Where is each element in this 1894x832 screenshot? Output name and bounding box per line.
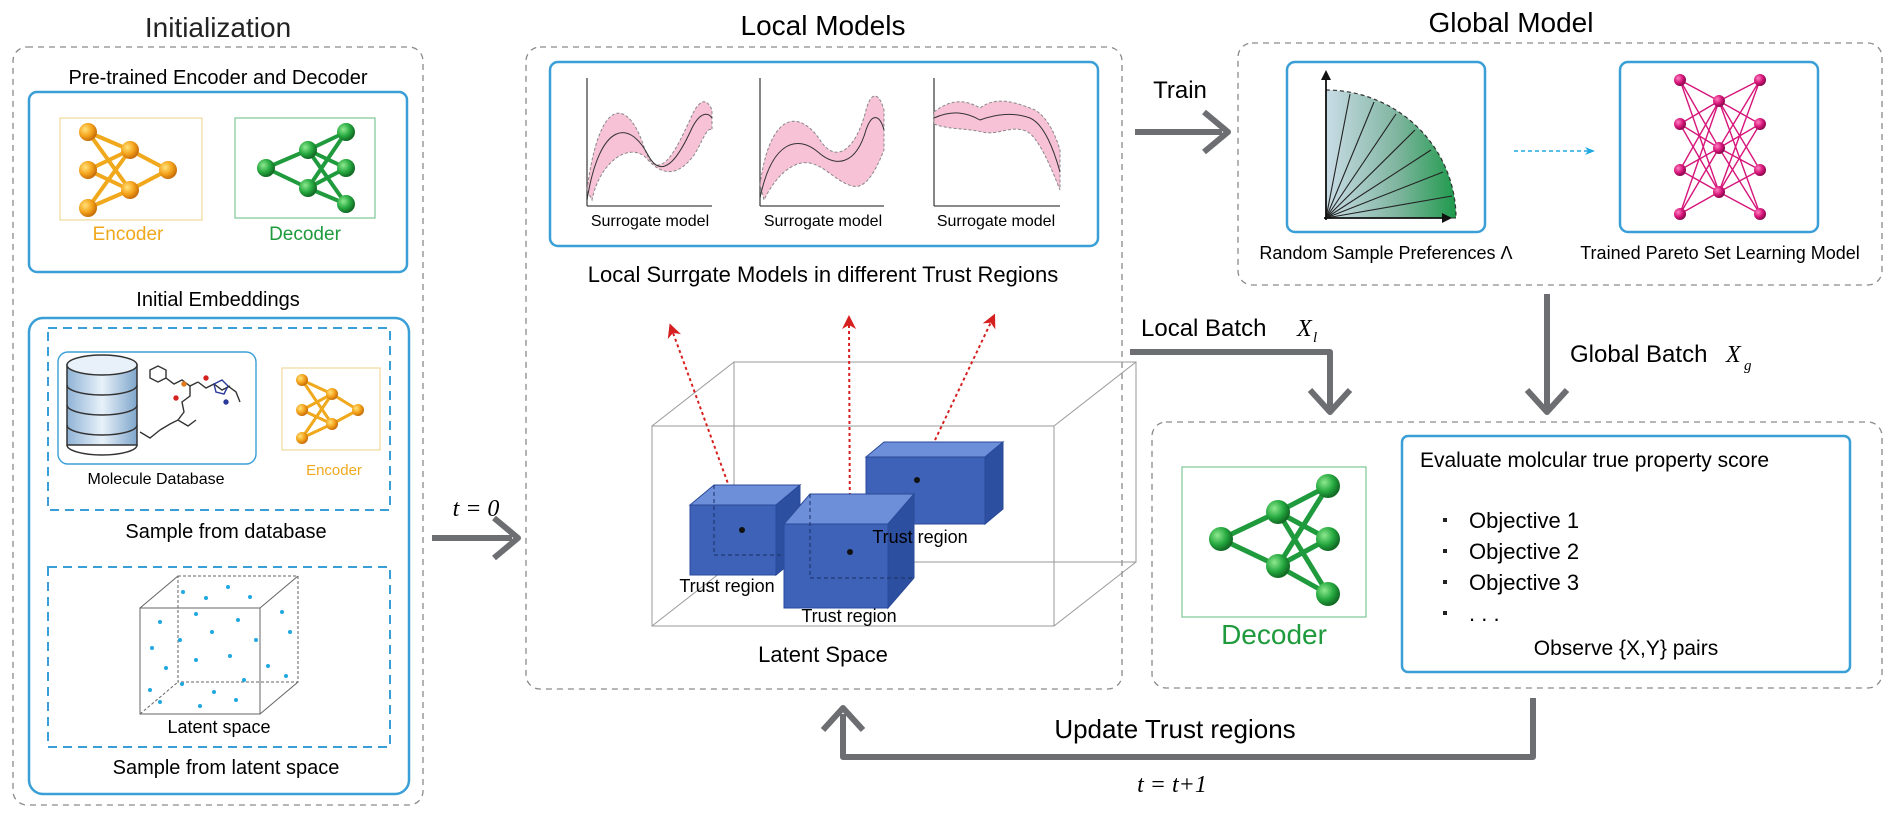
surrogate-label-1: Surrogate model (591, 213, 709, 230)
latent-space-label: Latent space (167, 717, 270, 737)
molecule-structure-icon (139, 365, 241, 439)
initialization-title: Initialization (145, 12, 291, 43)
objective-list: Objective 1 Objective 2 Objective 3 . . … (1443, 508, 1579, 626)
eval-decoder-label: Decoder (1221, 619, 1327, 650)
global-batch-label: Global Batch (1570, 341, 1707, 368)
global-batch-var: X (1725, 342, 1742, 368)
sample-latent-caption: Sample from latent space (113, 757, 340, 779)
t0-arrow: t = 0 (432, 496, 521, 561)
train-arrow: Train (1135, 77, 1231, 155)
local-batch-arrow: Local Batch X l (1130, 315, 1353, 415)
objective-item-2: Objective 2 (1469, 539, 1579, 564)
update-trust-regions-arrow: Update Trust regions t = t+1 (820, 698, 1536, 798)
embeddings-box (27, 316, 411, 796)
pareto-model-label: Trained Pareto Set Learning Model (1580, 243, 1860, 263)
latent-space-wireframe (651, 361, 1137, 627)
small-encoder-label: Encoder (306, 462, 362, 479)
latent-sample-box (47, 566, 391, 748)
objective-item-1: Objective 1 (1469, 508, 1579, 533)
objective-item-more: . . . (1469, 601, 1500, 626)
t-update-label: t = t+1 (1137, 772, 1207, 798)
trust-region-label-3: Trust region (872, 527, 967, 547)
objective-bullet-3 (1443, 580, 1447, 584)
trust-region-label-1: Trust region (679, 576, 774, 596)
preferences-label: Random Sample Preferences Λ (1259, 243, 1512, 263)
pareto-preference-plot (1321, 70, 1457, 223)
objective-item-3: Objective 3 (1469, 570, 1579, 595)
surrogate-models-box (548, 60, 1100, 248)
initialization-panel: Initialization Pre-trained Encoder and D… (12, 12, 424, 806)
observe-pairs-label: Observe {X,Y} pairs (1534, 637, 1718, 660)
update-trust-regions-label: Update Trust regions (1054, 714, 1295, 744)
evaluation-title: Evaluate molcular true property score (1420, 449, 1769, 472)
local-batch-sub: l (1313, 330, 1317, 346)
database-sample-box (47, 327, 391, 511)
pretrained-title: Pre-trained Encoder and Decoder (68, 67, 367, 89)
pareto-network-icon (1674, 74, 1766, 220)
local-models-title: Local Models (741, 10, 906, 41)
trust-region-cube-2 (782, 492, 916, 610)
molecule-database-label: Molecule Database (88, 471, 225, 488)
local-batch-var: X (1296, 316, 1313, 342)
latent-sample-points (148, 585, 292, 708)
decoder-network-icon (234, 117, 376, 219)
train-label: Train (1153, 77, 1207, 104)
surrogate-plot-2 (759, 78, 885, 207)
global-model-title: Global Model (1429, 7, 1594, 38)
evaluation-panel: Decoder Evaluate molcular true property … (1151, 421, 1883, 689)
objective-bullet-4 (1443, 611, 1447, 615)
global-batch-sub: g (1744, 358, 1752, 374)
trust-region-arrow-3 (916, 313, 996, 479)
local-batch-label: Local Batch (1141, 315, 1266, 342)
surrogate-plot-3 (933, 78, 1061, 207)
decoder-label: Decoder (269, 224, 341, 245)
trust-region-arrow-1 (667, 323, 743, 523)
surrogate-plot-1 (586, 78, 713, 207)
latent-space-caption: Latent Space (758, 642, 888, 667)
embeddings-title: Initial Embeddings (136, 289, 299, 311)
trust-region-label-2: Trust region (801, 606, 896, 626)
surrogate-caption: Local Surrgate Models in different Trust… (588, 262, 1058, 287)
encoder-label: Encoder (93, 224, 164, 245)
evaluation-box (1400, 434, 1852, 674)
latent-space-cube-icon (139, 575, 299, 715)
pareto-model-box (1618, 60, 1820, 234)
small-encoder-icon (281, 367, 381, 451)
sample-database-caption: Sample from database (125, 521, 326, 543)
objective-bullet-1 (1443, 518, 1447, 522)
global-batch-arrow: Global Batch X g (1524, 294, 1752, 415)
t0-label: t = 0 (453, 496, 500, 522)
objective-bullet-2 (1443, 549, 1447, 553)
preferences-box (1285, 60, 1487, 234)
local-models-panel: Local Models Surrogate model Surrogate m… (525, 10, 1137, 690)
surrogate-label-2: Surrogate model (764, 213, 882, 230)
global-model-panel: Global Model Random Sample Preferences (1237, 7, 1883, 286)
database-icon (66, 354, 138, 456)
pretrained-box (27, 90, 409, 274)
surrogate-label-3: Surrogate model (937, 213, 1055, 230)
encoder-network-icon (59, 117, 203, 221)
eval-decoder-icon (1181, 466, 1367, 618)
